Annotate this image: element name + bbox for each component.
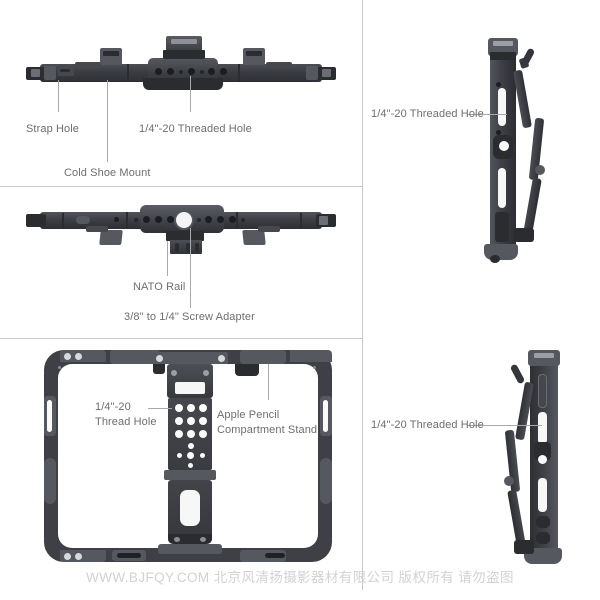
divider-horizontal-top: [0, 186, 362, 187]
label-threaded-hole-side-right: 1/4"-20 Threaded Hole: [371, 419, 484, 431]
leader-threaded-hole-side-left: [467, 114, 507, 115]
watermark-text: WWW.BJFQY.COM 北京风清扬摄影器材有限公司 版权所有 请勿盗图: [86, 570, 514, 585]
label-compartment-stand: Compartment Stand: [217, 424, 318, 436]
leader-strap-hole: [58, 80, 59, 112]
divider-horizontal-bottom: [0, 338, 362, 339]
leader-threaded-hole-side-right: [467, 425, 542, 426]
label-quarter-threaded-hole: 1/4"-20 Threaded Hole: [139, 123, 252, 135]
panel-cage-side-view-left: 1/4"-20 Threaded Hole: [362, 0, 600, 300]
label-apple-pencil: Apple Pencil: [217, 409, 280, 421]
leader-nato-rail: [167, 241, 168, 276]
leader-threaded-hole: [190, 76, 191, 112]
panel-cage-side-view-right: 1/4"-20 Threaded Hole: [362, 300, 600, 600]
leader-thread-hole-cage: [148, 408, 172, 409]
label-thread-hole: Thread Hole: [95, 416, 157, 428]
leader-screw-adapter: [190, 228, 191, 308]
label-strap-hole: Strap Hole: [26, 123, 79, 135]
label-screw-adapter: 3/8" to 1/4" Screw Adapter: [124, 311, 255, 323]
divider-vertical: [362, 0, 363, 590]
panel-top-handle-front-view: Strap Hole 1/4"-20 Threaded Hole Cold Sh…: [0, 0, 362, 186]
label-cold-shoe-mount: Cold Shoe Mount: [64, 167, 151, 179]
panel-bottom-handle-view: NATO Rail 3/8" to 1/4" Screw Adapter: [0, 186, 362, 338]
label-quarter-20: 1/4"-20: [95, 401, 131, 413]
leader-pencil-compartment: [268, 364, 269, 400]
label-threaded-hole-side-left: 1/4"-20 Threaded Hole: [371, 108, 484, 120]
panel-cage-front-view: 1/4"-20 Thread Hole Apple Pencil Compart…: [0, 338, 362, 600]
leader-cold-shoe: [107, 80, 108, 162]
label-nato-rail: NATO Rail: [133, 281, 186, 293]
